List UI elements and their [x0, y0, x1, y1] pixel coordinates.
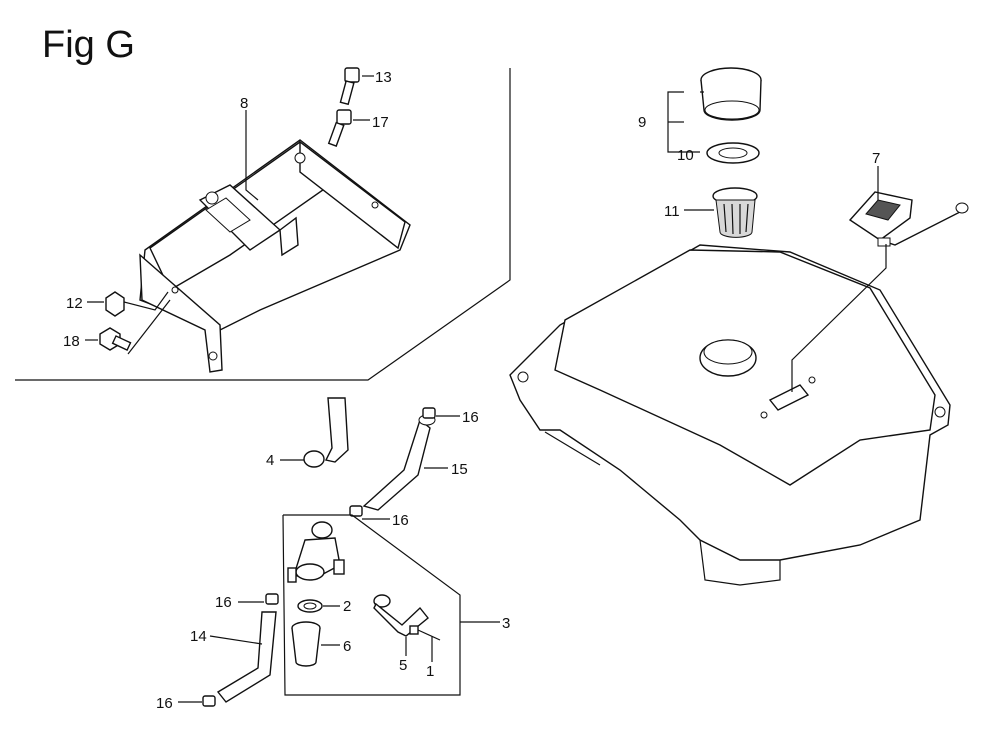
callout-16-left: 16 — [215, 594, 232, 611]
callout-3: 3 — [502, 615, 510, 632]
bracket-group-frame — [15, 68, 511, 381]
part-9-fuel-cap — [700, 67, 762, 121]
callout-5: 5 — [399, 657, 407, 674]
part-5-valve-lever — [373, 594, 429, 637]
callout-7: 7 — [872, 150, 880, 167]
fuel-valve-body — [287, 521, 345, 583]
part-1-screw — [409, 625, 441, 641]
part-10-gasket — [706, 142, 760, 164]
callout-4: 4 — [266, 452, 274, 469]
fuel-tank — [509, 244, 951, 586]
part-6-sediment-cup — [291, 621, 321, 667]
callout-leader-lines — [85, 75, 887, 703]
callout-17: 17 — [372, 114, 389, 131]
callout-9: 9 — [638, 114, 646, 131]
callout-14: 14 — [190, 628, 207, 645]
callout-1: 1 — [426, 663, 434, 680]
part-16-hose-clip — [202, 407, 436, 707]
callout-labels: 13 17 8 12 18 9 10 11 7 4 16 15 16 16 2 … — [63, 69, 880, 712]
callout-12: 12 — [66, 295, 83, 312]
callout-6: 6 — [343, 638, 351, 655]
callout-18: 18 — [63, 333, 80, 350]
part-2-o-ring — [297, 599, 323, 613]
callout-15: 15 — [451, 461, 468, 478]
part-15-fuel-hose — [362, 414, 436, 511]
part-8-mounting-bracket — [139, 139, 411, 373]
part-7-fuel-gauge — [848, 191, 969, 247]
fuel-valve-group-frame — [282, 514, 461, 696]
part-17-bolt — [327, 109, 352, 147]
part-13-bolt — [339, 67, 360, 106]
callout-16-bottom: 16 — [156, 695, 173, 712]
part-18-bolt — [99, 327, 132, 351]
callout-16-top: 16 — [462, 409, 479, 426]
part-4-bracket — [303, 397, 349, 468]
part-11-strainer — [712, 187, 758, 238]
part-12-nut — [105, 291, 125, 317]
callout-13: 13 — [375, 69, 392, 86]
part-14-fuel-hose — [216, 611, 277, 703]
callout-8: 8 — [240, 95, 248, 112]
callout-16-mid: 16 — [392, 512, 409, 529]
callout-10: 10 — [677, 147, 694, 164]
callout-11: 11 — [664, 203, 680, 220]
callout-2: 2 — [343, 598, 351, 615]
figure-title: Fig G — [42, 24, 135, 66]
